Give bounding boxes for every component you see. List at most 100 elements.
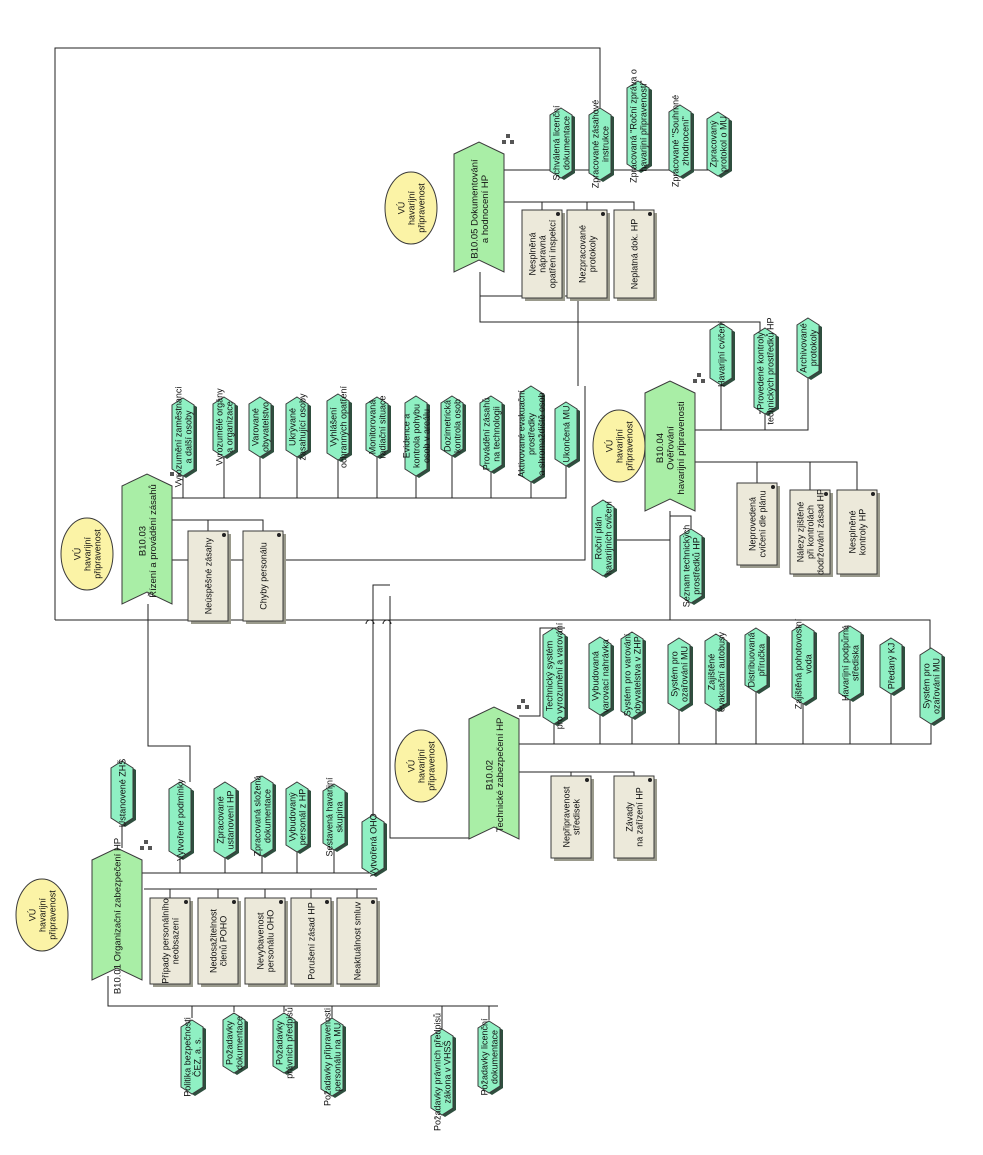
process-p5[interactable]: B10.05 Dokumentovánía hodnocení HP: [453, 134, 514, 273]
event-in4[interactable]: Požadavky připravenostipersonálu na MU: [320, 1008, 346, 1106]
havarijni-pripravenost-e1[interactable]: VÚhavarijnípřipravenost: [15, 878, 69, 952]
event-in6[interactable]: Požadavky licenčnídokumentace: [477, 1018, 503, 1096]
output-r2b[interactable]: Závadyna zařízení HP: [613, 775, 657, 861]
event-o5c[interactable]: Zpracovaná "Roční zpráva ohavarijní přip…: [626, 69, 652, 183]
output-r3a[interactable]: Neúspěšné zásahy: [187, 530, 231, 624]
event-o5b[interactable]: Zpracované zásahovéinstrukce: [588, 100, 614, 189]
event-o3i[interactable]: Provádění zásahůna technologii: [479, 395, 505, 474]
event-label: Aktivované evakuačníprostředkya shromažd…: [517, 390, 547, 478]
process-label: B10.01 Organizační zabezpečení HP: [113, 838, 124, 994]
event-o3b[interactable]: Vyrozumělé orgánya organizace: [212, 388, 238, 466]
event-o1e[interactable]: Vybudovanýpersonál z HP: [285, 781, 311, 854]
output-r1c[interactable]: Nevybavenostpersonálu OHO: [244, 897, 288, 987]
output-r5a[interactable]: Nesplněnánápravnáopatření inspekcí: [521, 209, 565, 301]
event-o2g[interactable]: Zajištěná pohotovostnívoda: [791, 618, 817, 709]
event-in5[interactable]: Požadavky právních předpisůzákona v VHSŠ: [430, 1013, 456, 1131]
output-r1e[interactable]: Neaktuálnost smluv: [336, 897, 380, 987]
event-o2f[interactable]: Distribuovanápříručka: [744, 627, 770, 694]
event-label: Varovanéobyvatelstvo: [251, 402, 271, 452]
havarijni-pripravenost-e5[interactable]: VÚhavarijnípřipravenost: [384, 171, 438, 245]
event-o2i[interactable]: Předaný KJ: [879, 637, 905, 696]
output-r1a[interactable]: Případy personálníhoneobsazení: [149, 897, 193, 987]
event-o3a[interactable]: Vyrozumění zaměstnancia další osoby: [171, 387, 197, 488]
event-in3[interactable]: Požadavkyprávních předpisů: [272, 1007, 298, 1079]
event-o4b[interactable]: Provedené kontrolytechnických prostředků…: [753, 317, 779, 425]
process-p3[interactable]: B10.03Řízení a provádění zásahů: [121, 466, 182, 605]
output-r3b[interactable]: Chyby personálu: [242, 530, 286, 624]
connector-1: [54, 47, 601, 620]
anchor-dot-icon: [601, 212, 605, 216]
event-o3h[interactable]: Dozimetrickákontrola osob: [440, 395, 466, 458]
event-o2e[interactable]: Zajištěnéevakuační autobusy: [704, 631, 730, 712]
event-o1f[interactable]: Sestavená havarijnískupina: [322, 777, 348, 857]
event-o2a[interactable]: Technický systémpro vyrozumění a varován…: [542, 622, 568, 729]
anchor-dot-icon: [648, 212, 652, 216]
event-o2j[interactable]: Systém proozařování MU: [919, 647, 945, 726]
anchor-dot-icon: [648, 778, 652, 782]
event-i4a[interactable]: Roční plánhavarijních cvičení: [591, 499, 617, 578]
output-r4b[interactable]: Nálezy zjištěnépři kontroláchdodržování …: [789, 489, 833, 577]
event-label: Systém proozařování MU: [922, 658, 942, 714]
event-in2[interactable]: Požadavkydokumentace: [222, 1012, 248, 1075]
event-o2h[interactable]: Havarijní podpůrnástřediska: [838, 625, 864, 702]
connector-59: [695, 461, 858, 490]
event-o1b[interactable]: Vytvořené podmínky: [168, 779, 194, 861]
process-p1[interactable]: B10.01 Organizační zabezpečení HP: [91, 838, 152, 994]
event-o1d[interactable]: Zpracovaná složenádokumentace: [250, 775, 276, 858]
event-o2b[interactable]: Vybudovanávarovací nahrávka: [588, 636, 614, 717]
event-i4b[interactable]: Seznam technickýchprostředků HP: [679, 525, 705, 608]
event-label: Ukrývanézasahující osoby: [288, 393, 308, 461]
event-o1a[interactable]: Ustanovené ZHŠ: [110, 759, 136, 828]
event-label: Distribuovanápříručka: [747, 632, 767, 687]
process-p2[interactable]: B10.02Technické zabezpečení HP: [468, 699, 529, 840]
event-o3k[interactable]: Ukončená MU: [554, 401, 580, 468]
event-o2c[interactable]: Systém pro varováníobyvatelstva v ZHP: [620, 631, 646, 720]
event-label: Technický systémpro vyrozumění a varován…: [545, 622, 565, 729]
output-label: Nedosažitelnostčlenů POHO: [209, 908, 229, 973]
event-label: Ustanovené ZHŠ: [118, 759, 128, 828]
event-label: Havarijní cvičení: [717, 320, 727, 387]
event-o1c[interactable]: Zpracovanéustanovení HP: [213, 781, 239, 860]
line-crossing-arc: [365, 619, 375, 625]
event-o3j[interactable]: Aktivované evakuačníprostředkya shromažd…: [517, 385, 547, 484]
event-o5a[interactable]: Schválená licenčnídokumentace: [549, 105, 575, 181]
output-label: Případy personálníhoneobsazení: [161, 898, 181, 984]
output-r4c[interactable]: Nesplněnékontroly HP: [836, 489, 880, 577]
process-p4[interactable]: B10.04Ověřováníhavarijní připravenosti: [644, 373, 705, 512]
event-o5e[interactable]: Zpracovanýprotokol o MU: [706, 111, 732, 178]
output-r5b[interactable]: Nezpracovanéprotokoly: [566, 209, 610, 301]
event-o5d[interactable]: Zpracované "Souhrnnézhodnocení": [668, 95, 694, 187]
event-o3c[interactable]: Varovanéobyvatelstvo: [248, 396, 274, 459]
output-r4a[interactable]: Neprovedenácvičení dle plánu: [736, 482, 780, 568]
output-r1d[interactable]: Porušení zásad HP: [290, 897, 334, 987]
havarijni-pripravenost-e2[interactable]: VÚhavarijnípřipravenost: [60, 517, 114, 591]
event-o2d[interactable]: Systém proozařování MU: [667, 637, 693, 712]
event-o3f[interactable]: Monitorovanáradiační situace: [365, 395, 391, 459]
event-label: Požadavkydokumentace: [225, 1016, 245, 1070]
event-o4c[interactable]: Archivovanéprotokoly: [796, 317, 822, 380]
event-label: Předaný KJ: [887, 643, 897, 690]
event-label: Zpracovanéustanovení HP: [216, 790, 236, 849]
anchor-dot-icon: [871, 492, 875, 496]
event-o3g[interactable]: Evidence akontrola pohybuosob v areálu: [402, 395, 432, 478]
event-label: Dozimetrickákontrola osob: [443, 399, 463, 453]
connector-40: [389, 596, 469, 839]
event-label: Systém pro varováníobyvatelstva v ZHP: [623, 633, 643, 716]
event-label: Schválená licenčnídokumentace: [552, 105, 572, 181]
event-o1g[interactable]: Vytvořená OHO: [361, 813, 387, 877]
event-in1[interactable]: Politika bezpečnostiČEZ, a. s.: [180, 1017, 206, 1097]
diagram-nodes: VÚhavarijnípřipravenostVÚhavarijnípřipra…: [15, 69, 945, 1131]
output-r2a[interactable]: Nepřipravenoststředisek: [550, 775, 594, 861]
connector-lines: [54, 47, 932, 1028]
anchor-dot-icon: [325, 900, 329, 904]
havarijni-pripravenost-e3[interactable]: VÚhavarijnípřipravenost: [394, 729, 448, 803]
event-o3d[interactable]: Ukrývanézasahující osoby: [285, 393, 311, 461]
output-r5c[interactable]: Neplatná dok. HP: [613, 209, 657, 301]
event-o4a[interactable]: Havarijní cvičení: [709, 320, 735, 387]
event-label: Vyrozumělé orgánya organizace: [215, 388, 235, 466]
event-o3e[interactable]: Vyhlášeníochranných opatření: [326, 385, 352, 468]
havarijni-pripravenost-e4[interactable]: VÚhavarijnípřipravenost: [592, 409, 646, 483]
output-r1b[interactable]: Nedosažitelnostčlenů POHO: [197, 897, 241, 987]
event-label: Ukončená MU: [562, 405, 572, 462]
